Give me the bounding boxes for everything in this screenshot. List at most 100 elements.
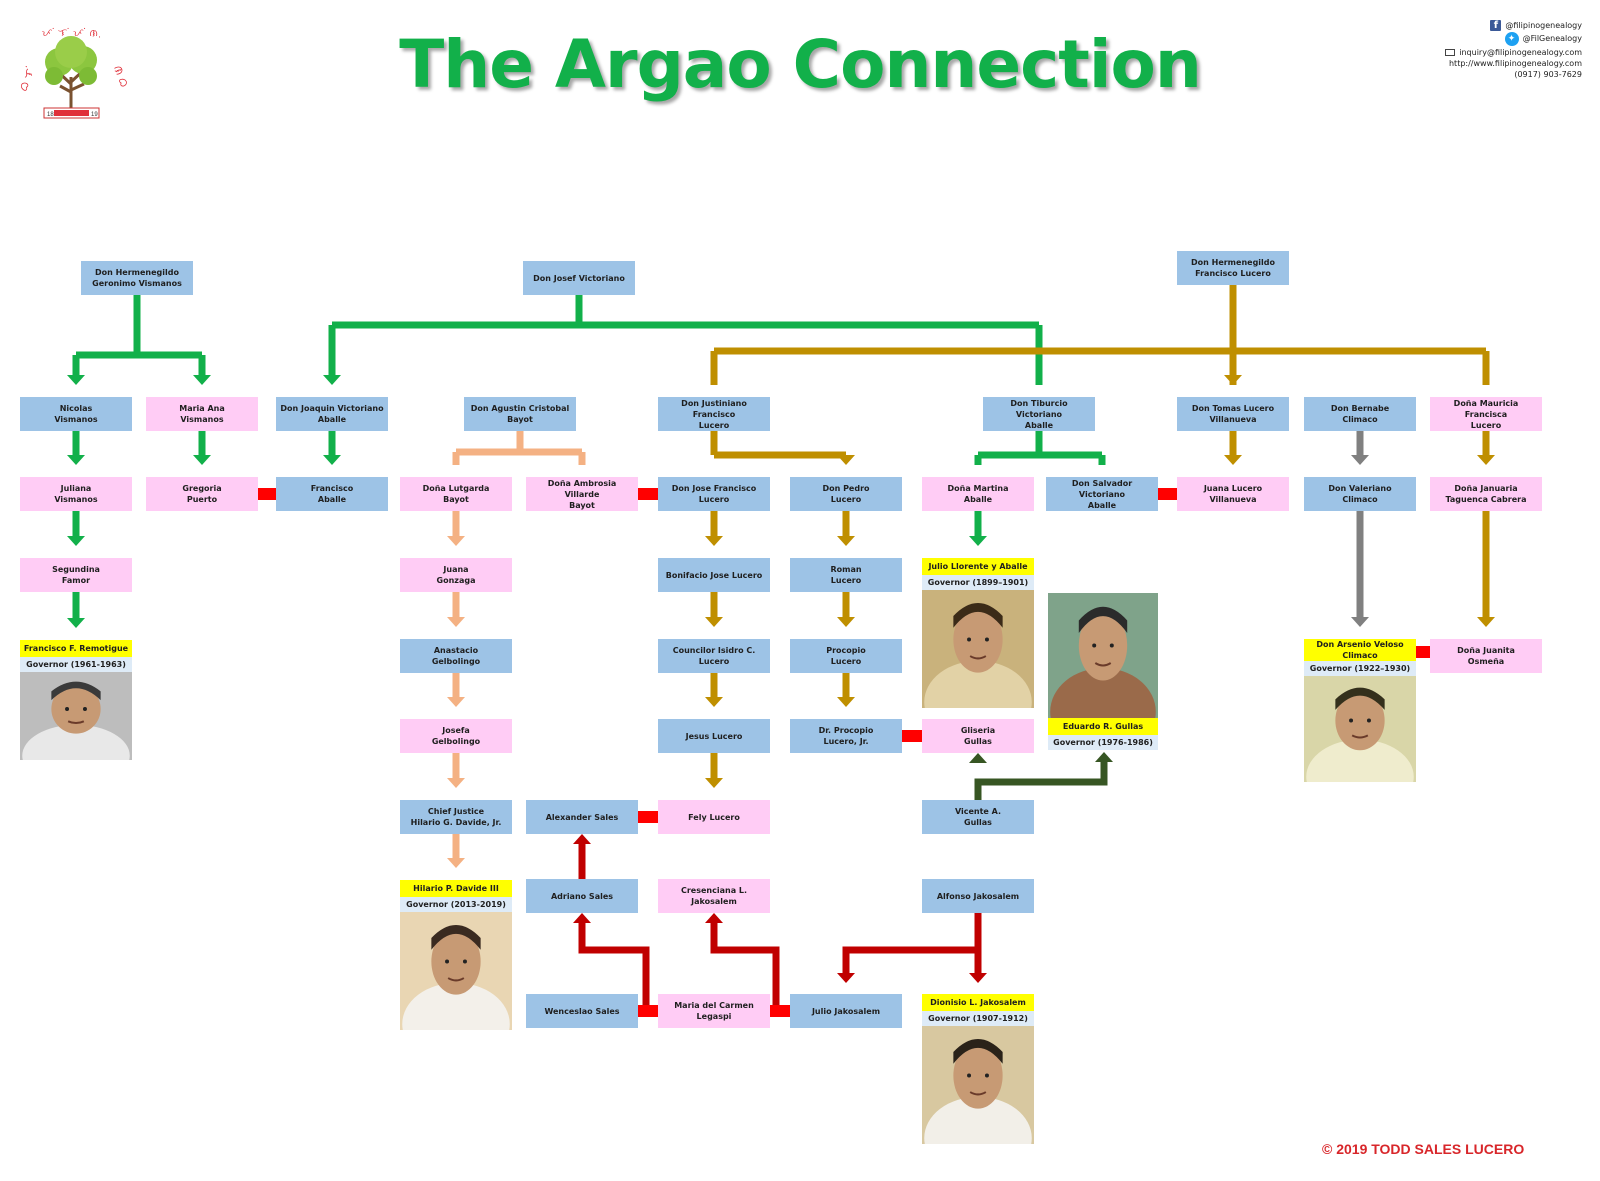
person-box-vicente-gullas: Vicente A. Gullas [922, 800, 1034, 834]
person-box-alfonso-jakosalem: Alfonso Jakosalem [922, 879, 1034, 913]
person-box-tiburcio-aballe: Don Tiburcio Victoriano Aballe [983, 397, 1095, 431]
governor-name-gullas: Eduardo R. Gullas [1048, 718, 1158, 735]
family-tree-logo-icon: ᜉ ᜒ ᜎ ᜒ ᜉ ᜒ ᜈ ᜓ ᜊ ᜎ ᜒ ᜈ ᜊ ᜒ 18 19 [14, 22, 132, 127]
governor-term-remotigue: Governor (1961-1963) [20, 657, 132, 672]
governor-term-llorente: Governor (1899–1901) [922, 575, 1034, 590]
svg-text:ᜉ ᜒ ᜎ ᜒ ᜉ ᜒ ᜈ ᜓ: ᜉ ᜒ ᜎ ᜒ ᜉ ᜒ ᜈ ᜓ [42, 28, 101, 39]
arrowhead [67, 536, 85, 546]
marriage-link [770, 1005, 790, 1017]
family-line [578, 922, 650, 1011]
website-link[interactable]: http://www.filipinogenealogy.com [1448, 58, 1582, 68]
person-box-juanita-osmena: Doña Juanita Osmeña [1430, 639, 1542, 673]
arrowhead [1351, 455, 1369, 465]
person-box-juliana-vismanos: Juliana Vismanos [20, 477, 132, 511]
marriage-link [1158, 488, 1177, 500]
marriage-link [1416, 646, 1430, 658]
person-box-salvador-aballe: Don Salvador Victoriano Aballe [1046, 477, 1158, 511]
family-line [842, 913, 982, 974]
marriage-link [638, 811, 658, 823]
governor-term-climaco: Governor (1922–1930) [1304, 661, 1416, 676]
person-box-ambrosia-bayot: Doña Ambrosia Villarde Bayot [526, 477, 638, 511]
arrowhead [193, 375, 211, 385]
person-box-valeriano-climaco: Don Valeriano Climaco [1304, 477, 1416, 511]
governor-term-gullas: Governor (1976-1986) [1048, 735, 1158, 750]
arrowhead [969, 753, 987, 763]
arrowhead [573, 913, 591, 923]
arrowhead [447, 778, 465, 788]
marriage-link [638, 488, 658, 500]
arrowhead [1477, 617, 1495, 627]
person-box-jose-lucero: Don Jose Francisco Lucero [658, 477, 770, 511]
person-box-martina-aballe: Doña Martina Aballe [922, 477, 1034, 511]
arrowhead [837, 617, 855, 627]
phone-number: (0917) 903-7629 [1514, 69, 1582, 79]
person-box-procopio-lucero: Procopio Lucero [790, 639, 902, 673]
portrait-photo-llorente [922, 590, 1034, 708]
arrowhead [323, 375, 341, 385]
twitter-handle[interactable]: @FilGenealogy [1522, 34, 1582, 43]
person-box-anastacio-gelbolingo: Anastacio Gelbolingo [400, 639, 512, 673]
person-box-hermenegildo-vismanos: Don Hermenegildo Geronimo Vismanos [81, 261, 193, 295]
arrowhead [969, 973, 987, 983]
portrait-photo-gullas [1048, 593, 1158, 718]
family-line [974, 762, 1108, 800]
person-box-maria-legaspi: Maria del Carmen Legaspi [658, 994, 770, 1028]
arrowhead [969, 536, 987, 546]
governor-name-remotigue: Francisco F. Remotigue [20, 640, 132, 657]
arrowhead [1224, 455, 1242, 465]
governor-term-davide3: Governor (2013-2019) [400, 897, 512, 912]
arrowhead [1224, 375, 1242, 385]
page-title: The Argao Connection [399, 26, 1202, 103]
arrowhead [1095, 752, 1113, 762]
arrowhead [837, 536, 855, 546]
arrowhead [193, 455, 211, 465]
arrowhead [67, 455, 85, 465]
person-box-lutgarda-bayot: Doña Lutgarda Bayot [400, 477, 512, 511]
arrowhead [705, 913, 723, 923]
email-address[interactable]: inquiry@filipinogenealogy.com [1459, 47, 1582, 57]
arrowhead [67, 618, 85, 628]
person-box-procopio-jr: Dr. Procopio Lucero, Jr. [790, 719, 902, 753]
person-box-alexander-sales: Alexander Sales [526, 800, 638, 834]
arrowhead [837, 973, 855, 983]
person-box-mauricia-lucero: Doña Mauricia Francisca Lucero [1430, 397, 1542, 431]
svg-text:19: 19 [91, 112, 98, 118]
arrowhead [323, 455, 341, 465]
arrowhead [837, 697, 855, 707]
portrait-photo-jakosalem [922, 1026, 1034, 1144]
person-box-jesus-lucero: Jesus Lucero [658, 719, 770, 753]
governor-term-jakosalem: Governor (1907-1912) [922, 1011, 1034, 1026]
person-box-agustin-bayot: Don Agustin Cristobal Bayot [464, 397, 576, 431]
person-box-justiniano-lucero: Don Justiniano Francisco Lucero [658, 397, 770, 431]
arrowhead [837, 455, 855, 465]
contact-info: f@filipinogenealogy ✦@FilGenealogy inqui… [1382, 20, 1582, 80]
facebook-handle[interactable]: @filipinogenealogy [1505, 20, 1582, 30]
person-box-juana-villanueva: Juana Lucero Villanueva [1177, 477, 1289, 511]
email-icon [1445, 49, 1456, 56]
person-box-josef-victoriano: Don Josef Victoriano [523, 261, 635, 295]
portrait-photo-climaco [1304, 676, 1416, 782]
person-box-joaquin-aballe: Don Joaquin Victoriano Aballe [276, 397, 388, 431]
arrowhead [573, 834, 591, 844]
person-box-josefa-gelbolingo: Josefa Gelbolingo [400, 719, 512, 753]
person-box-gregoria-puerto: Gregoria Puerto [146, 477, 258, 511]
portrait-photo-davide3 [400, 912, 512, 1030]
person-box-bonifacio-lucero: Bonifacio Jose Lucero [658, 558, 770, 592]
marriage-link [258, 488, 276, 500]
person-box-adriano-sales: Adriano Sales [526, 879, 638, 913]
copyright-notice: © 2019 TODD SALES LUCERO [1322, 1141, 1525, 1157]
arrowhead [705, 697, 723, 707]
person-box-francisco-aballe: Francisco Aballe [276, 477, 388, 511]
twitter-icon: ✦ [1504, 32, 1519, 46]
governor-name-llorente: Julio Llorente y Aballe [922, 558, 1034, 575]
person-box-isidro-lucero: Councilor Isidro C. Lucero [658, 639, 770, 673]
person-box-januaria-cabrera: Doña Januaria Taguenca Cabrera [1430, 477, 1542, 511]
person-box-bernabe-climaco: Don Bernabe Climaco [1304, 397, 1416, 431]
person-box-hermenegildo-lucero: Don Hermenegildo Francisco Lucero [1177, 251, 1289, 285]
arrowhead [447, 536, 465, 546]
svg-text:18: 18 [47, 112, 54, 118]
person-box-wenceslao-sales: Wenceslao Sales [526, 994, 638, 1028]
arrowhead [447, 617, 465, 627]
marriage-link [902, 730, 922, 742]
